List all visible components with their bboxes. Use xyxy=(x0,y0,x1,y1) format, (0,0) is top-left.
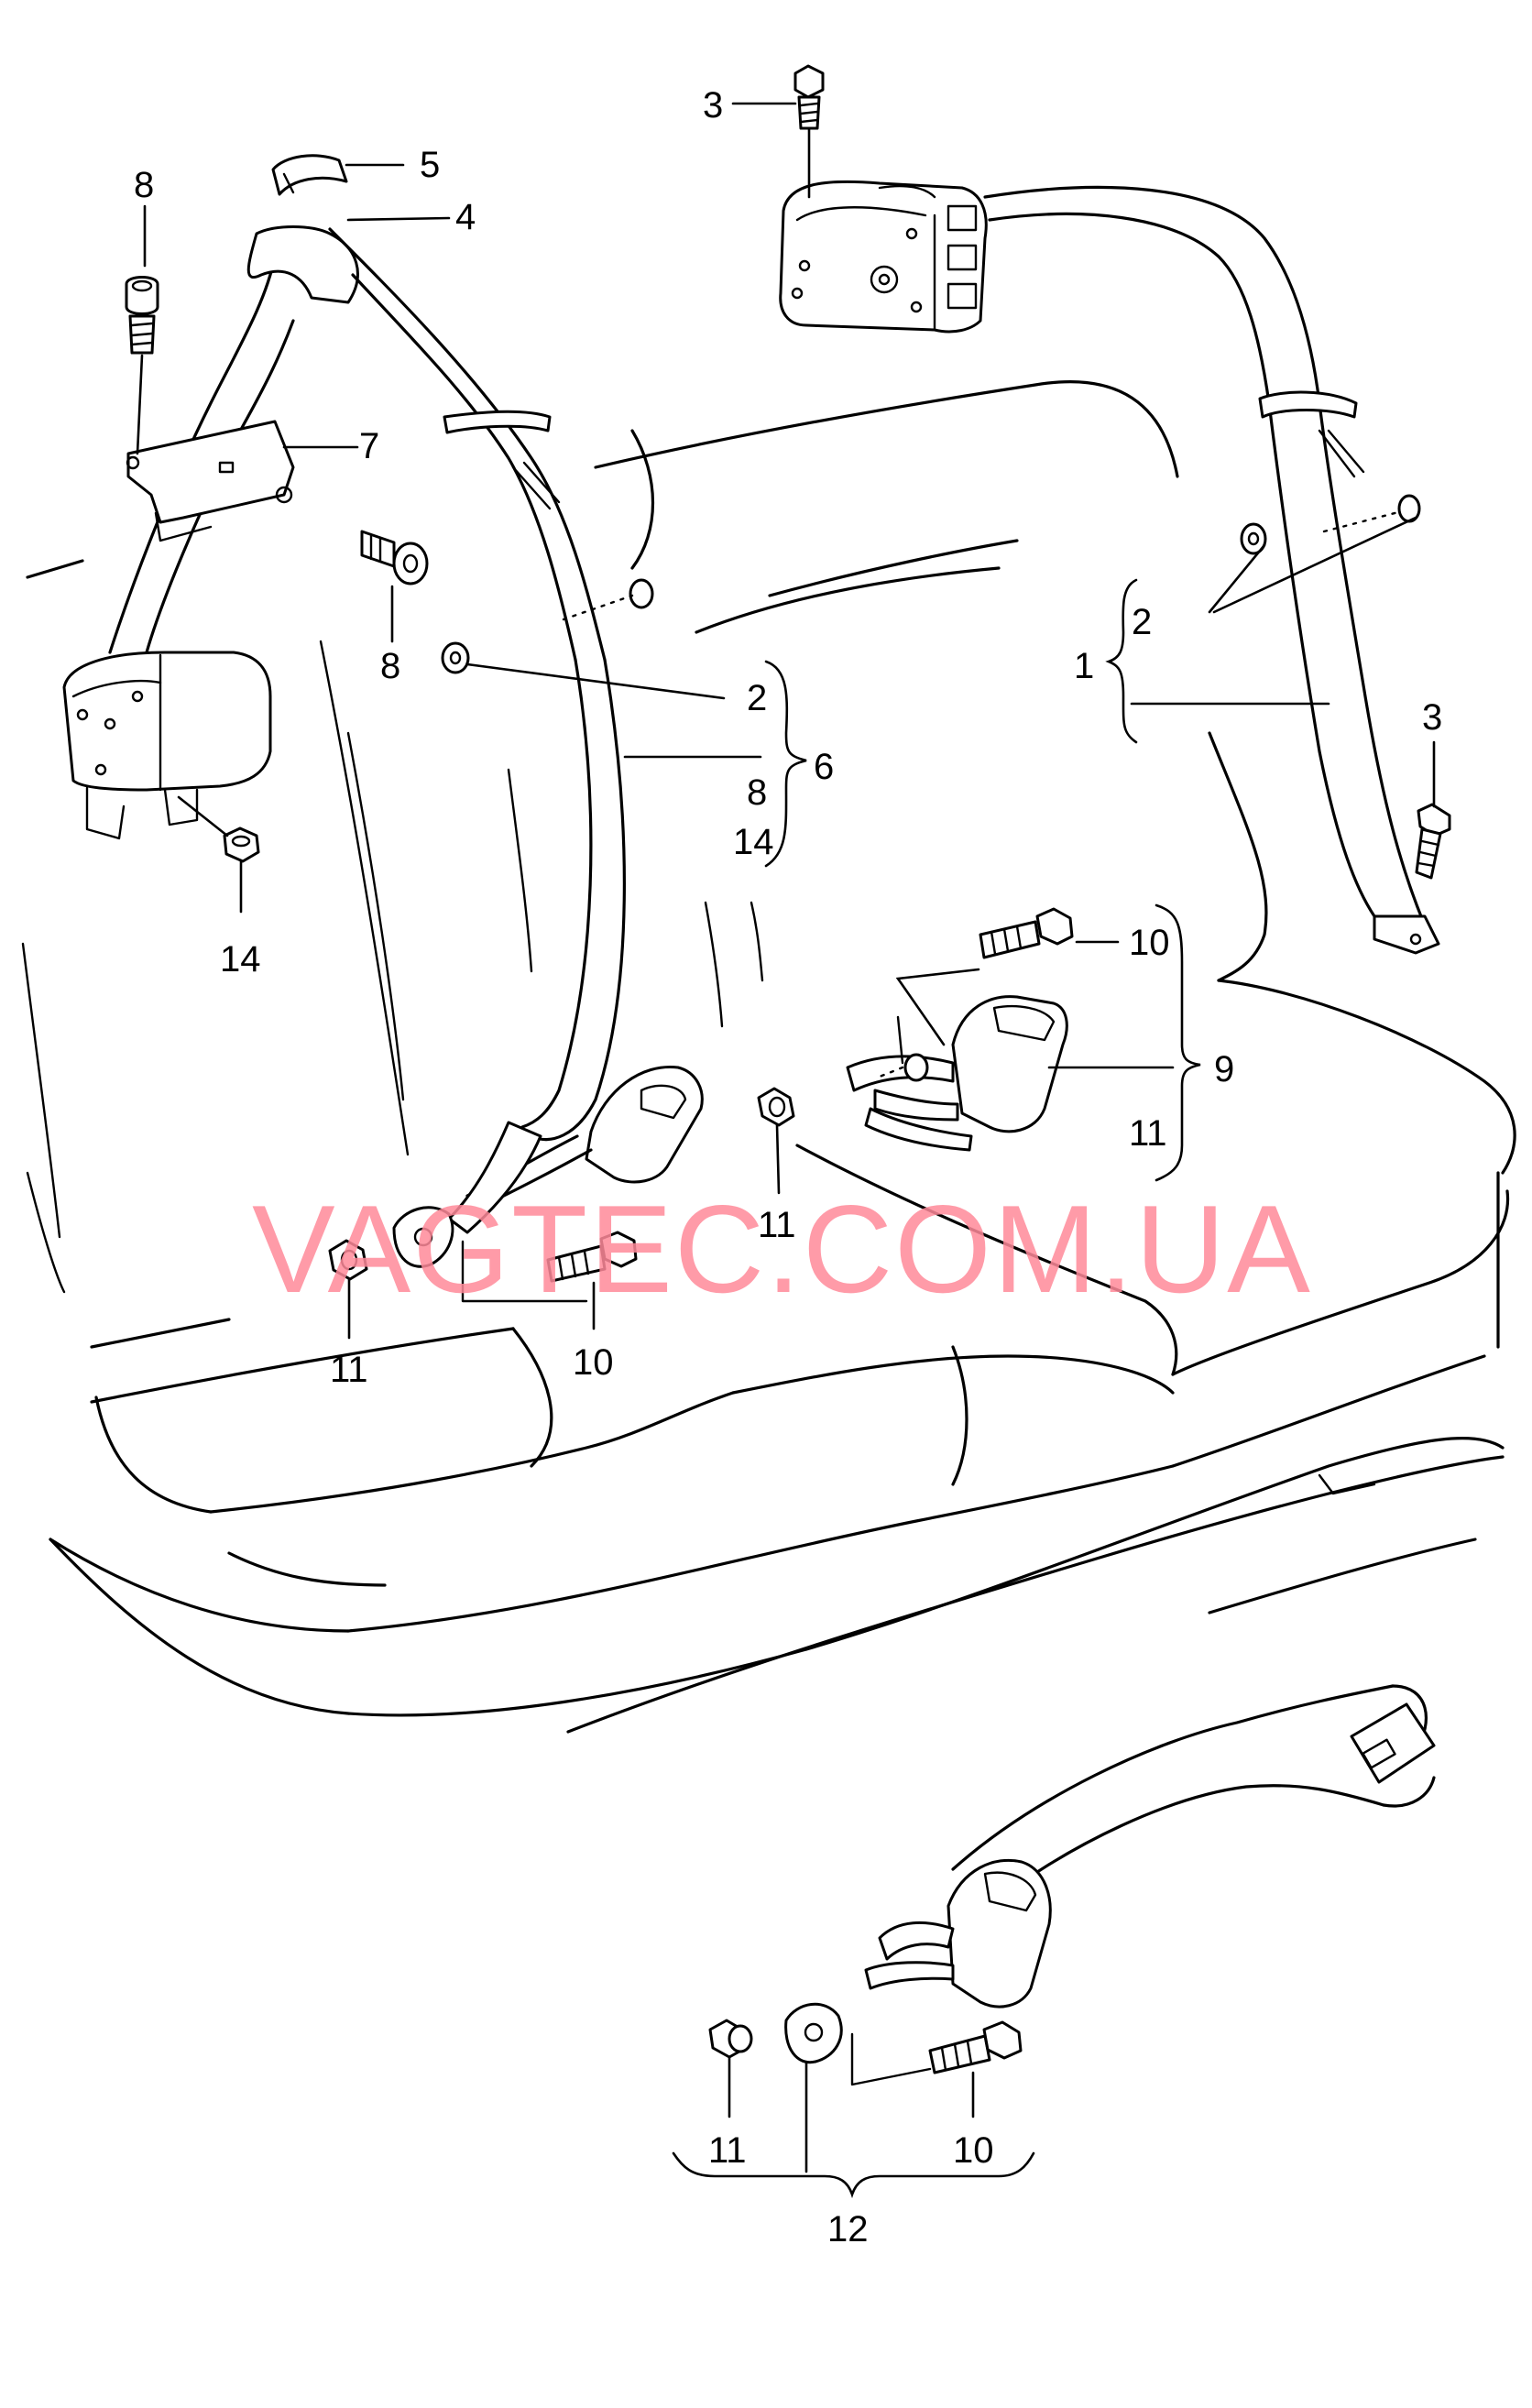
seat-belt-buckle-icon xyxy=(465,1065,704,1211)
buckle-group-9 xyxy=(846,995,1068,1152)
callout-8: 8 xyxy=(747,772,767,813)
callout-14: 14 xyxy=(220,939,261,980)
callout-3: 3 xyxy=(1422,697,1442,738)
washer-icon xyxy=(441,641,470,674)
nut-icon xyxy=(223,826,260,863)
callout-8: 8 xyxy=(380,646,400,686)
bracket-7 xyxy=(126,420,295,542)
nut-11-left xyxy=(328,1239,368,1281)
callout-labels: 3 5 4 8 7 8 2 6 8 14 14 2 1 3 10 9 11 11… xyxy=(134,85,1442,2249)
seat-belt-buckle-icon xyxy=(947,1858,1052,2008)
right-belt-webbing xyxy=(983,185,1440,955)
bolt-icon xyxy=(546,1231,638,1283)
callout-11: 11 xyxy=(1129,1113,1167,1154)
callout-10: 10 xyxy=(953,2130,994,2171)
right-belt-retractor xyxy=(779,180,988,334)
leader-lines xyxy=(136,102,1436,2199)
nut-icon xyxy=(757,1087,795,1127)
callout-9: 9 xyxy=(1214,1049,1234,1089)
callout-7: 7 xyxy=(359,426,379,466)
callout-11: 11 xyxy=(708,2130,747,2171)
callout-6: 6 xyxy=(814,747,834,787)
bolt-10-bottom xyxy=(928,2020,1023,2074)
nut-14 xyxy=(223,826,260,863)
bolt-icon xyxy=(979,907,1074,959)
callout-10: 10 xyxy=(1129,923,1170,963)
left-belt-buckle xyxy=(392,1065,704,1303)
watermark: VAGTEC.COM.UA xyxy=(252,1179,1312,1319)
callout-12: 12 xyxy=(827,2209,869,2249)
bolt-icon xyxy=(125,276,159,355)
nut-11-group9 xyxy=(757,1087,795,1127)
callout-11: 11 xyxy=(758,1205,796,1245)
callout-5: 5 xyxy=(420,145,440,185)
nut-11-bottom xyxy=(708,2019,753,2059)
bolt-3-right xyxy=(1415,803,1451,880)
bolt-10-upper xyxy=(979,907,1074,959)
callout-1: 1 xyxy=(1074,646,1094,686)
washers-2 xyxy=(441,494,1421,674)
bolt-icon xyxy=(928,2020,1023,2074)
bolt-icon xyxy=(360,530,429,586)
callout-8: 8 xyxy=(134,165,154,205)
bolt-icon xyxy=(1415,803,1451,880)
callout-2: 2 xyxy=(747,678,767,718)
nut-icon xyxy=(328,1239,368,1281)
nut-icon xyxy=(708,2019,753,2059)
callout-10: 10 xyxy=(573,1342,614,1383)
callout-2: 2 xyxy=(1132,602,1152,642)
callout-3: 3 xyxy=(703,85,723,126)
bolt-8-top xyxy=(125,276,159,355)
callout-11: 11 xyxy=(330,1350,368,1390)
rear-bench-seat xyxy=(21,380,1516,1734)
washer-icon xyxy=(1240,522,1267,555)
callout-14: 14 xyxy=(733,822,774,862)
bolt-10-mid xyxy=(546,1231,638,1283)
buckle-group-12 xyxy=(784,1684,1436,2086)
washer-icon xyxy=(629,578,654,609)
bolt-icon xyxy=(793,64,825,130)
callout-4: 4 xyxy=(455,197,476,237)
bolt-8-mid xyxy=(360,530,429,586)
cover-cap-5 xyxy=(271,154,348,196)
bolt-3-top xyxy=(793,64,825,130)
left-belt-retractor xyxy=(62,651,272,840)
seat-belt-buckle-icon xyxy=(951,995,1068,1133)
